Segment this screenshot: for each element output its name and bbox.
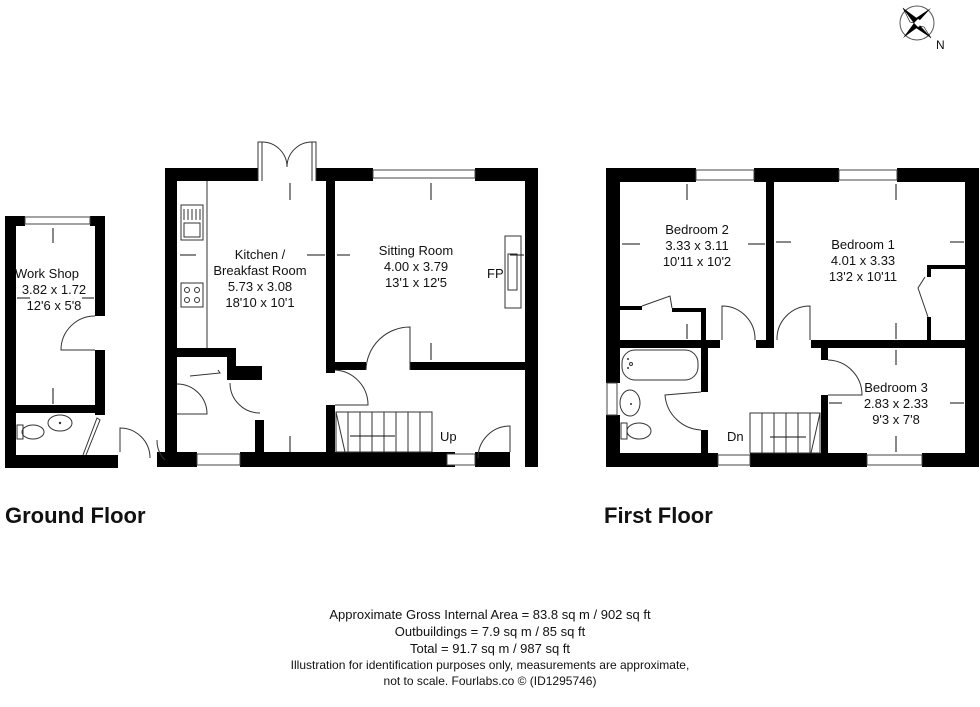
kitchen-doors: [119, 369, 261, 461]
kitchen-name-line1: Kitchen /: [235, 247, 286, 262]
kitchen-metric: 5.73 x 3.08: [228, 279, 292, 294]
sitting-room-door: [334, 326, 411, 406]
bedroom1-dimension-arrows: [776, 184, 964, 339]
kitchen-name-line2: Breakfast Room: [213, 263, 306, 278]
kitchen-dimension-arrows: [180, 183, 325, 452]
compass-north-label: N: [936, 38, 945, 52]
front-door: [477, 425, 511, 459]
bedroom3-dimension-arrows: [829, 350, 964, 452]
bedroom2-metric: 3.33 x 3.11: [665, 238, 728, 253]
first-floor-stairs: [749, 412, 821, 454]
first-floor-doors: [641, 276, 929, 431]
sitting-room-metric: 4.00 x 3.79: [384, 259, 448, 274]
ground-floor-stairs: [335, 411, 433, 453]
gross-internal-area: Approximate Gross Internal Area = 83.8 s…: [329, 607, 651, 622]
bedroom1-imperial: 13'2 x 10'11: [829, 269, 897, 284]
workshop-name: Work Shop: [15, 266, 79, 281]
workshop-dimension-arrows: [17, 228, 94, 404]
workshop-imperial: 12'6 x 5'8: [27, 298, 82, 313]
bedroom2-imperial: 10'11 x 10'2: [663, 254, 731, 269]
outbuildings-area: Outbuildings = 7.9 sq m / 85 sq ft: [394, 624, 586, 639]
bedroom1-name: Bedroom 1: [831, 237, 895, 252]
fireplace: [504, 235, 522, 309]
disclaimer-line1: Illustration for identification purposes…: [290, 658, 690, 672]
first-floor-walls: [606, 168, 979, 467]
bedroom1-metric: 4.01 x 3.33: [831, 253, 895, 268]
area-summary: Approximate Gross Internal Area = 83.8 s…: [0, 606, 980, 689]
stairs-up-label: Up: [440, 429, 457, 444]
workshop-door: [60, 315, 96, 351]
total-area: Total = 91.7 sq m / 987 sq ft: [409, 641, 571, 656]
workshop-walls: [5, 216, 118, 468]
patio-doors: [257, 141, 317, 181]
bathroom-fixtures: [619, 349, 699, 440]
wc-fixtures: [16, 414, 101, 456]
sitting-room-dimension-arrows: [337, 183, 524, 360]
sitting-room-name: Sitting Room: [379, 243, 453, 258]
stairs-down-label: Dn: [727, 429, 744, 444]
bedroom2-name: Bedroom 2: [665, 222, 729, 237]
workshop-metric: 3.82 x 1.72: [22, 282, 86, 297]
kitchen-imperial: 18'10 x 10'1: [225, 295, 294, 310]
ground-floor-title: Ground Floor: [5, 503, 146, 528]
kitchen-fixtures: [180, 181, 208, 348]
bedroom3-metric: 2.83 x 2.33: [864, 396, 928, 411]
fireplace-label: FP: [487, 266, 504, 281]
bedroom2-dimension-arrows: [622, 184, 765, 339]
sitting-room-imperial: 13'1 x 12'5: [385, 275, 447, 290]
ground-floor-walls: [157, 168, 538, 467]
disclaimer-line2: not to scale. Fourlabs.co © (ID1295746): [383, 674, 597, 688]
compass-icon: [899, 5, 935, 41]
bedroom3-name: Bedroom 3: [864, 380, 928, 395]
bedroom3-imperial: 9'3 x 7'8: [872, 412, 920, 427]
first-floor-title: First Floor: [604, 503, 713, 528]
